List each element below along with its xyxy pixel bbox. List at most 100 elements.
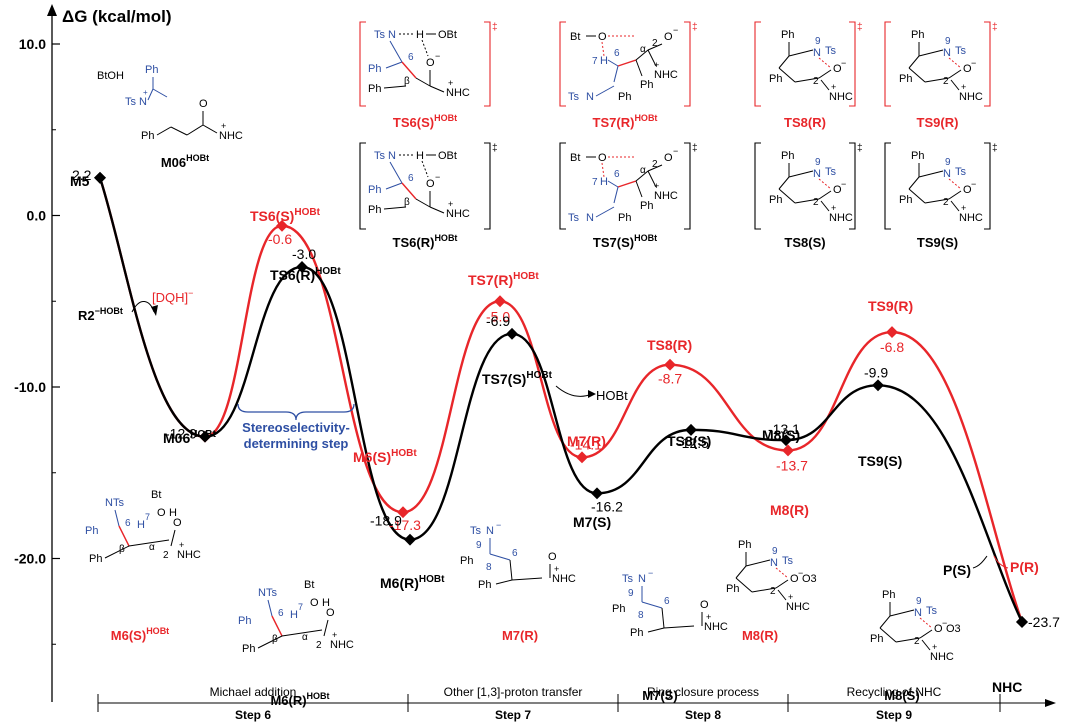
atom-label: − [496,520,501,530]
dagger: ‡ [692,143,698,154]
atom-label: 2 [652,159,658,170]
atom-label: Bt [570,152,580,164]
atom-label: H [169,507,177,519]
atom-label: Ph [911,150,924,162]
atom-label: NHC [786,601,810,613]
dagger: ‡ [857,143,863,154]
atom-label: Ts [825,166,837,178]
bond [170,529,176,547]
label-ts9r: TS9(R) [868,298,913,314]
value-label-S-6: -12.5 [677,435,709,451]
atom-label: Ph [368,83,381,95]
label-m8s: M8(S) [762,427,800,443]
bond [607,180,619,188]
atom-label: Ph [726,583,739,595]
bond [919,617,933,629]
stereo-brace [237,403,355,421]
bond [751,587,777,593]
bond [601,162,605,178]
atom-label: + [332,630,337,640]
label-ts8s: TS8(S) [667,433,711,449]
structure-name: TS6(R)HOBt [393,233,458,250]
atom-label: Ts [568,91,580,103]
label-m6s: M6(S)HOBt [353,448,417,465]
annot-hobt: HOBt [596,388,628,403]
atom-label: 6 [614,48,620,59]
dagger: ‡ [857,22,863,33]
point-R-8 [886,326,898,339]
bond [401,182,417,200]
structure-name: M7(R) [502,628,538,643]
bond [950,79,960,91]
atom-label: Ph [738,539,751,551]
atom-label: 7 [298,602,303,612]
atom-label: 2 [316,640,322,651]
species-labels: M5 M06HOBt TS6(R)HOBt TS6(S)HOBt M6(S)HO… [70,173,1039,695]
atom-label: 2 [652,38,658,49]
bracket-right [684,142,691,230]
atom-label: Ph [899,194,912,206]
atom-label: Ph [769,73,782,85]
bond [323,619,329,637]
annot-stereo-2: determining step [244,436,349,451]
point-S-6 [685,423,697,436]
bond [601,41,605,57]
atom-label: 6 [125,518,131,529]
atom-label: Ph [911,29,924,41]
bond [778,176,790,190]
bond [383,206,407,210]
atom-label: O [548,551,557,563]
label-m8r: M8(R) [770,502,809,518]
structure-name: TS7(R)HOBt [593,113,658,130]
atom-label: + [788,592,793,602]
bond [635,170,649,182]
bond [389,161,403,184]
structure-name: TS7(S)HOBt [593,233,657,250]
point-R-4 [494,295,506,308]
point-S-8 [872,379,884,392]
value-label-S-3: -18.9 [370,513,402,529]
bond [385,61,403,69]
atom-label: 2 [943,76,949,87]
bond [104,545,130,559]
atom-label: − [798,568,803,578]
step-label-3: Step 9 [876,708,912,722]
point-R-6 [664,358,676,371]
y-tick-label-1: 0.0 [27,208,47,224]
bracket-left [559,21,566,107]
point-S-3 [404,533,416,546]
atom-label: 2 [943,197,949,208]
structure-name: M7(S) [642,688,677,703]
atom-label: 9 [945,36,951,47]
bond [818,57,832,69]
atom-label: 2 [914,636,920,647]
atom-label: Ph [242,643,255,655]
atom-label: − [648,568,653,578]
atom-label: Ph [870,633,883,645]
annot-pr-arrow [993,555,1009,569]
atom-label: N [813,168,821,180]
structure-name: TS8(R) [784,115,826,130]
step-process-3: Recycling of NHC [847,685,942,699]
atom-label: Ph [899,73,912,85]
value-label-S-9: -23.7 [1028,614,1060,630]
atom-label: 9 [628,588,634,599]
bracket-left [559,142,566,230]
bond [421,160,429,178]
atom-label: Ph [141,130,154,142]
atom-label: α [640,165,646,176]
bond [818,69,832,79]
bond [118,525,130,547]
atom-label: H [600,176,608,188]
atom-label: N [813,47,821,59]
atom-label: Ph [368,184,381,196]
atom-label: Ph [238,615,251,627]
annot-dqh: [DQH]− [152,288,193,305]
atom-label: N [943,47,951,59]
bond [735,577,753,593]
